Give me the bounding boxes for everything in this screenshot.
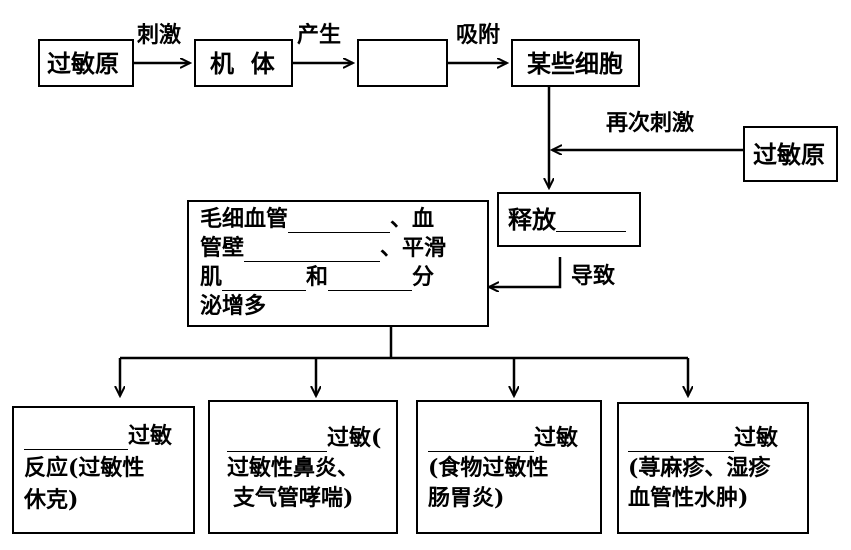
outcome-4-line-2: (荨麻疹、湿疹	[628, 455, 771, 481]
edge-label-adsorb: 吸附	[456, 22, 501, 48]
edge-label-stimulate: 刺激	[137, 22, 182, 48]
node-release-prefix: 释放	[508, 205, 556, 234]
node-allergen-again-label: 过敏原	[753, 140, 825, 169]
outcome-1-line-2: 反应(过敏性	[24, 455, 145, 481]
node-outcome-4: 过敏 (荨麻疹、湿疹 血管性水肿)	[617, 402, 809, 534]
node-outcome-3: 过敏 (食物过敏性 肠胃炎)	[416, 400, 602, 534]
effects-line-2: 管壁、平滑	[200, 235, 447, 262]
node-outcome-2: 过敏( 过敏性鼻炎、 支气管哮喘)	[208, 400, 398, 534]
node-unknown-blank	[357, 39, 448, 87]
release-blank	[556, 211, 626, 232]
node-release: 释放	[497, 192, 641, 247]
effects-blank-2	[244, 241, 381, 262]
outcome-2-line-3: 支气管哮喘)	[233, 485, 354, 511]
outcome-3-line-3: 肠胃炎)	[428, 485, 505, 511]
node-cells-label: 某些细胞	[527, 49, 623, 78]
node-organism: 机 体	[194, 39, 293, 87]
arrow-release-to-effects	[489, 257, 562, 287]
edge-label-produce: 产生	[297, 22, 342, 48]
outcome-2-line-1: 过敏(	[227, 424, 381, 452]
outcome-4-blank	[628, 431, 734, 452]
effects-line-1: 毛细血管、血	[200, 206, 435, 233]
effects-line-4: 泌增多	[200, 293, 267, 319]
outcome-3-line-2: (食物过敏性	[428, 455, 549, 481]
outcome-1-line-3: 休克)	[24, 487, 79, 513]
node-allergen-start-label: 过敏原	[47, 49, 119, 78]
outcome-4-line-3: 血管性水肿)	[628, 485, 749, 511]
outcome-3-line-1: 过敏	[428, 424, 578, 452]
edge-label-cause: 导致	[571, 263, 616, 289]
effects-blank-3	[222, 270, 307, 291]
node-release-label: 释放	[508, 208, 626, 232]
node-allergen-again: 过敏原	[743, 126, 838, 182]
edge-label-restimulate: 再次刺激	[606, 110, 695, 136]
node-organism-label: 机 体	[210, 49, 275, 78]
outcome-2-blank	[227, 431, 327, 452]
outcome-1-blank	[24, 429, 128, 450]
node-outcome-1: 过敏 反应(过敏性 休克)	[12, 406, 195, 534]
outcome-1-line-1: 过敏	[24, 422, 172, 450]
node-effects: 毛细血管、血 管壁、平滑 肌和分 泌增多	[187, 200, 489, 327]
effects-blank-4	[328, 270, 413, 291]
node-allergen-start: 过敏原	[38, 39, 134, 87]
effects-line-3: 肌和分	[200, 264, 435, 291]
outcome-4-line-1: 过敏	[628, 424, 778, 452]
outcome-3-blank	[428, 431, 534, 452]
node-cells: 某些细胞	[511, 39, 640, 87]
effects-blank-1	[288, 212, 391, 233]
outcome-2-line-2: 过敏性鼻炎、	[227, 455, 360, 481]
